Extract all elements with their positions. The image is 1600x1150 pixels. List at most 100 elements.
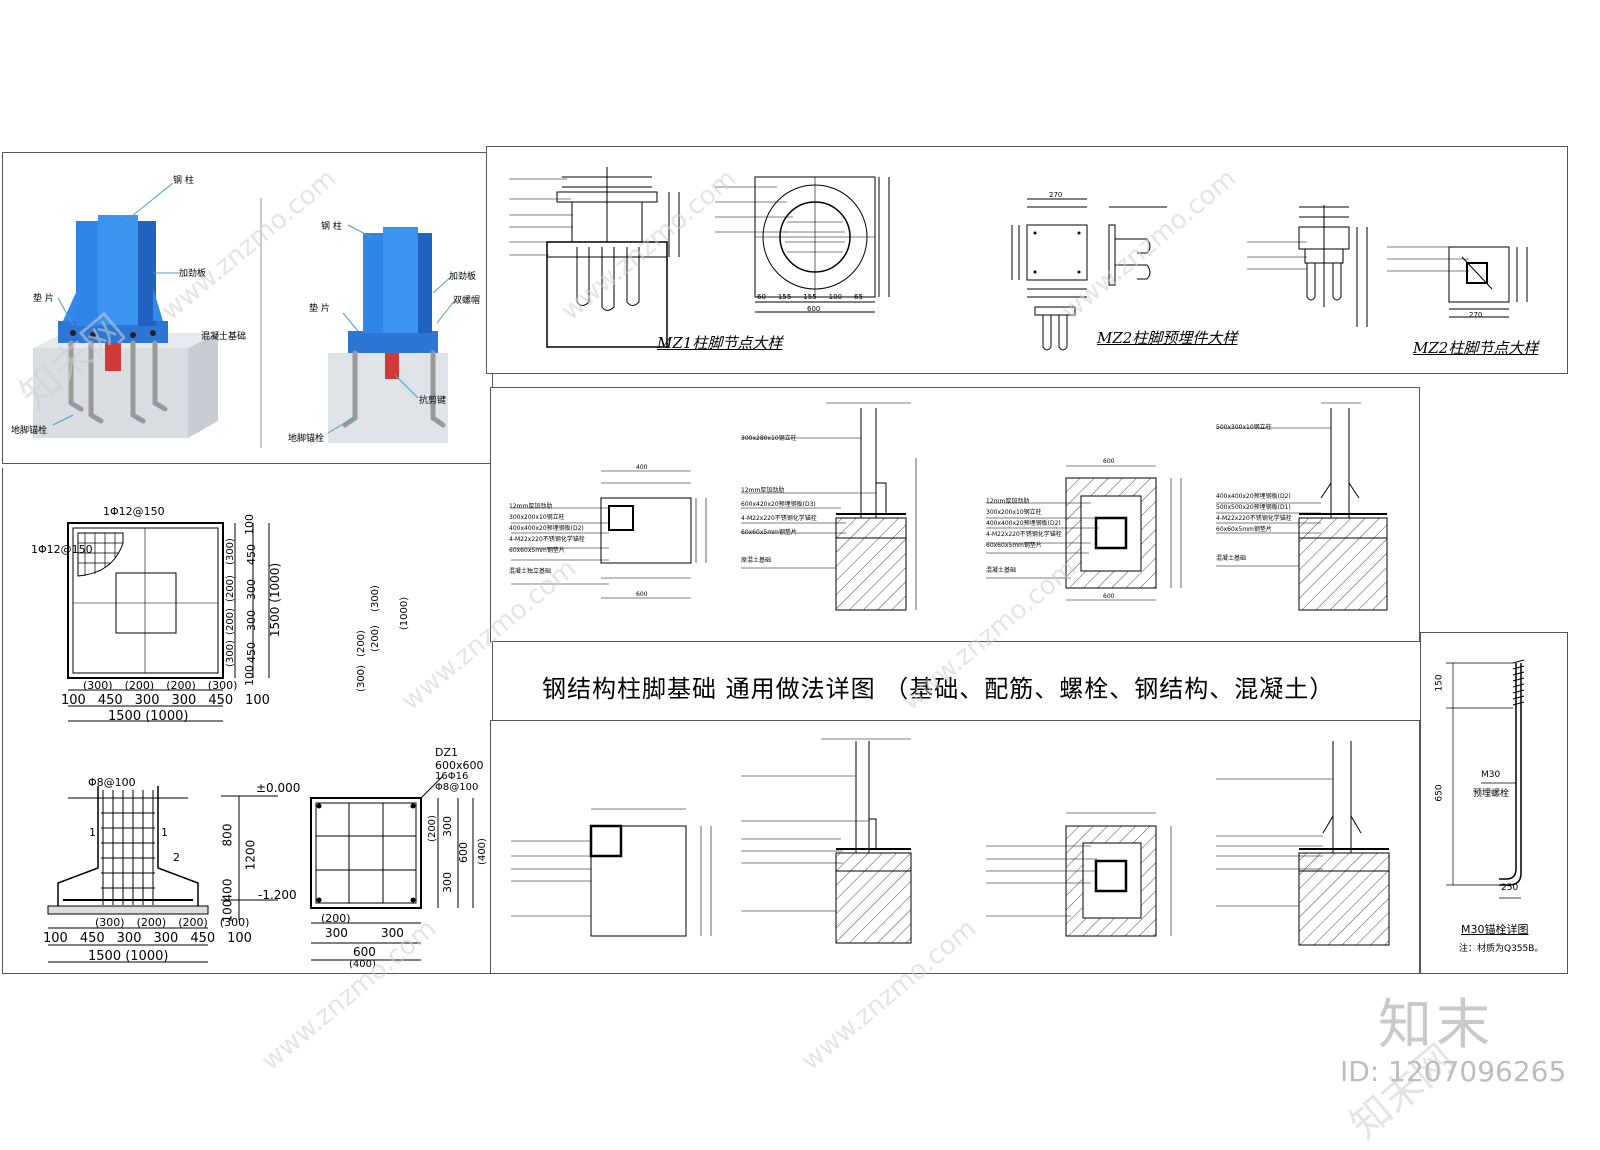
label: 300x200x10钢立柱: [986, 509, 1042, 516]
dim: (200): [136, 916, 167, 929]
plan-bottom-total: 1500 (1000): [108, 709, 189, 724]
column-bottom-total: 600: [353, 945, 376, 959]
label-double-nut-right: 双螺帽: [453, 296, 481, 306]
plan-right-dims-alt: (300) (200) (200) (300): [223, 518, 253, 683]
plan-rebar-label-left: 1Φ12@150: [31, 543, 93, 556]
label: 60x60x5mm钢垫片: [741, 529, 797, 536]
dim: 100: [43, 931, 68, 946]
mz2-top-dim: 270: [1049, 191, 1063, 199]
column-bottom-dim-0: (200): [321, 912, 351, 925]
label: 60x60x5mm钢垫片: [986, 542, 1042, 549]
dim: (300): [207, 679, 238, 692]
dim: 300: [171, 693, 197, 708]
dim: 450: [97, 693, 123, 708]
dim: (200): [166, 679, 196, 692]
top-details-svg: [509, 167, 1528, 351]
watermark-logo: 知末: [1378, 993, 1494, 1056]
column-bottom-dim-1: 300: [325, 926, 348, 940]
anchor-dim-250: 250: [1501, 883, 1519, 893]
dim: (200): [178, 916, 208, 929]
label-steel-column-left: 钢 柱: [173, 176, 194, 186]
plan-right-total: 1500 (1000): [268, 562, 283, 638]
label: 500x500x20预埋钢板(D1): [1216, 504, 1291, 511]
section-marker-1b: 1: [161, 826, 168, 839]
render-panel: 钢 柱 加劲板 混凝土基础 垫 片 地脚锚栓 钢 柱 加劲板 双螺帽 垫 片 抗…: [2, 152, 493, 464]
dim: (300): [355, 665, 367, 692]
section-vdim-1200: 1200: [243, 839, 258, 871]
anchor-label-embed: 预埋螺栓: [1473, 789, 1510, 799]
dim: 300: [153, 931, 179, 946]
column-rebar: 16Φ16: [435, 771, 469, 782]
dim: (200): [224, 575, 236, 602]
label-anchor-right: 地脚锚栓: [288, 434, 325, 444]
label: 400x400x20预埋钢板(D2): [1216, 493, 1291, 500]
label: 60x60x5mm钢垫片: [1216, 526, 1272, 533]
dim: 450: [79, 931, 105, 946]
lower-details-svg: [511, 738, 1390, 946]
label: 原混土基础: [741, 557, 772, 564]
plan-rebar-label-top: 1Φ12@150: [103, 505, 165, 518]
label: 12mm厚加劲肋: [986, 498, 1030, 505]
anchor-svg: [1446, 659, 1525, 899]
label: 混凝土独立基础: [509, 568, 552, 575]
dim: (300): [219, 916, 250, 929]
mz2-embed-caption: MZ2柱脚预埋件大样: [1097, 329, 1238, 347]
anchor-note: 注：材质为Q355B。: [1459, 944, 1544, 954]
label: 12mm厚加劲肋: [741, 487, 785, 494]
column-size: 600x600: [435, 759, 484, 772]
dim: 450: [208, 693, 234, 708]
label: 4-M22x220不锈钢化学锚栓: [741, 515, 817, 522]
label: 4-M22x220不锈钢化学锚栓: [1216, 515, 1292, 522]
dim: 100: [828, 293, 843, 301]
section-vdim-800: 800: [220, 823, 235, 847]
label: 600x420x20预埋钢板(D3): [741, 501, 816, 508]
column-bottom-dim-2: 300: [381, 926, 404, 940]
label: 300x280x10钢立柱: [741, 435, 797, 442]
label: 混凝土基础: [1216, 555, 1247, 562]
labels-b: 300x280x10钢立柱 12mm厚加劲肋 600x420x20预埋钢板(D3) 4…: [741, 432, 817, 568]
section-vdim-400: 400: [220, 878, 235, 902]
mid-vertical-dims: (300) (200) (200) (300) (1000): [355, 578, 418, 698]
dim: (1000): [399, 596, 411, 631]
anchor-dim-650: 650: [1434, 784, 1445, 802]
dim: 155: [803, 293, 817, 301]
label-stiffener-left: 加劲板: [179, 269, 207, 279]
foundation-panel: 1Φ12@150 1Φ12@150 (300) (200) (200) (300) 1…: [2, 468, 493, 974]
anchor-dim-150: 150: [1434, 674, 1445, 692]
level-top: ±0.000: [256, 781, 301, 795]
foundation-svg: [47, 522, 474, 963]
label-shear-key-right: 抗剪键: [419, 396, 447, 406]
section-bottom-total: 1500 (1000): [88, 949, 169, 964]
column-bottom-total-alt: (400): [349, 959, 376, 970]
dim: 300: [116, 931, 142, 946]
dim: 100: [227, 931, 252, 946]
column-right-total: 600: [457, 842, 470, 863]
label: 400x400x20预埋钢板(D2): [986, 520, 1061, 527]
column-right-total-alt: (400): [476, 838, 488, 865]
label: 60x60x5mm钢垫片: [509, 547, 565, 554]
anchor-label-m30: M30: [1481, 770, 1501, 780]
section-top-label: Φ8@100: [88, 776, 136, 789]
anchor-panel: 150 650 250 M30 预埋螺栓 M30锚栓详图 注：材质为Q355B。: [1420, 632, 1568, 974]
dim: 155: [777, 293, 792, 301]
dim: (300): [369, 585, 381, 612]
plan-bottom-dims-row1: (300)(200)(200)(300): [83, 679, 237, 692]
mid-details-panel: 12mm厚加劲肋 300x200x10钢立柱 400x400x20预埋钢板(D2) 4…: [490, 387, 1420, 642]
label-shim-left: 垫 片: [33, 294, 54, 304]
level-bottom: -1.200: [258, 888, 297, 902]
label: 12mm厚加劲肋: [509, 503, 553, 510]
dim: 450: [190, 931, 216, 946]
dim: 65: [854, 293, 863, 301]
column-right-dim-0: (200): [426, 815, 438, 842]
mz1-caption: MZ1柱脚节点大样: [657, 334, 783, 352]
dim: 100: [245, 693, 270, 708]
label-shim-right: 垫 片: [309, 304, 330, 314]
dim-top-c: 600: [1103, 458, 1115, 465]
column-name: DZ1: [435, 746, 459, 759]
render-right: [328, 227, 448, 443]
